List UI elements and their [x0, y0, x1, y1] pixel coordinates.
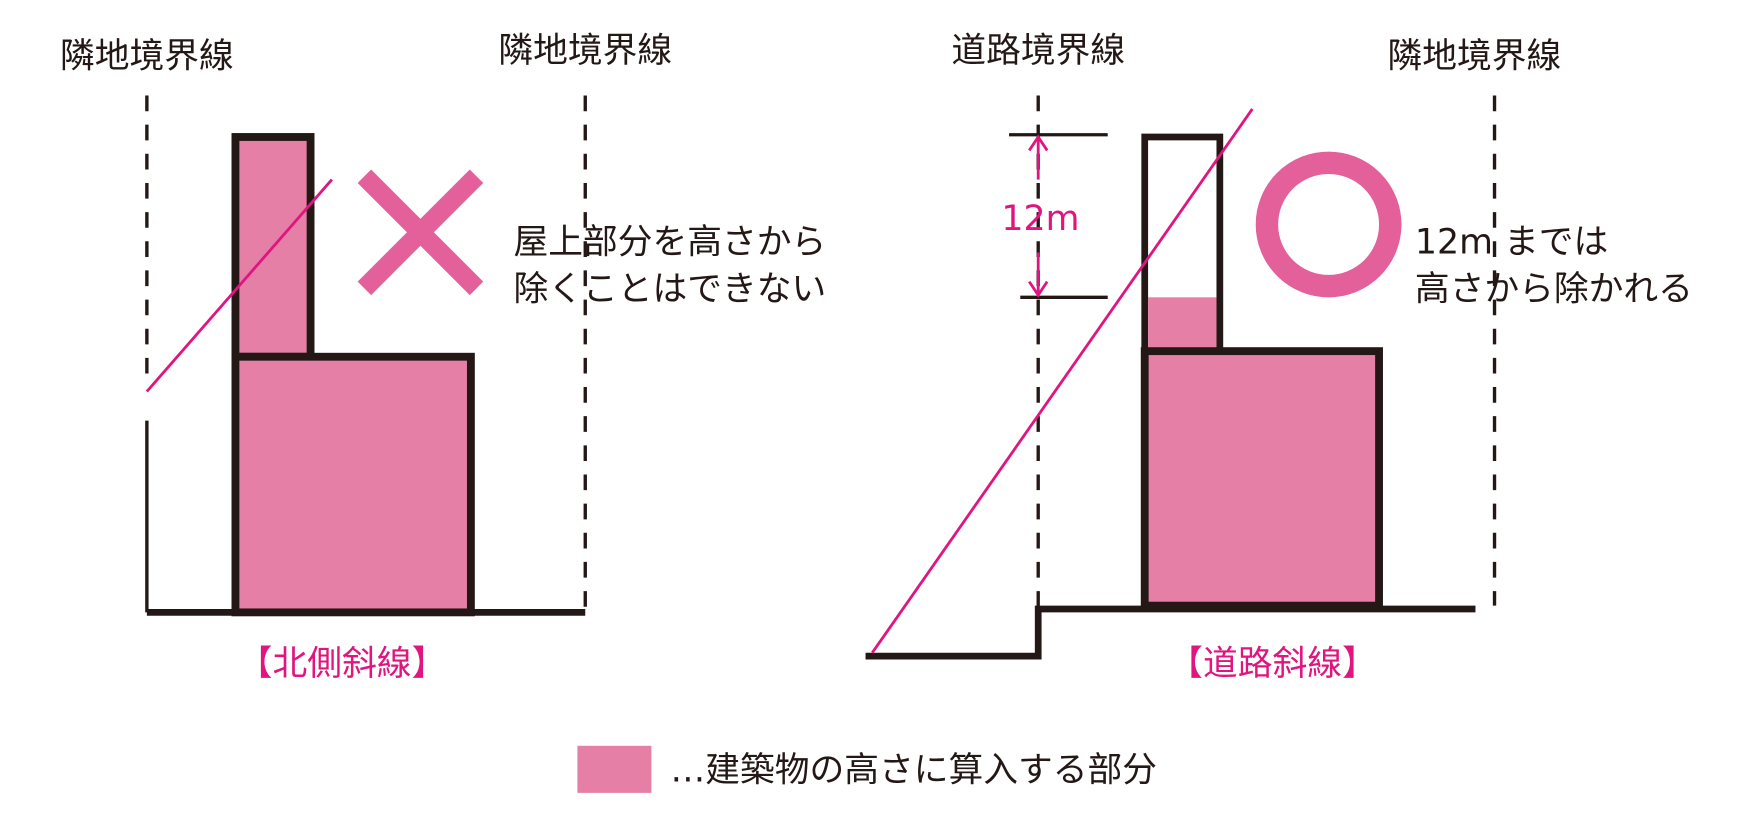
legend-text: …建築物の高さに算入する部分 [670, 751, 1156, 791]
rooftop-counted-part [1148, 297, 1217, 352]
road-boundary-label: 道路境界線 [951, 31, 1125, 71]
building-body [1140, 347, 1383, 610]
building-body [231, 352, 475, 617]
north-slope-diagram: 隣地境界線 隣地境界線 屋上部分を高さから 除くことはできない 【北側斜線】 [60, 31, 826, 684]
note-line-1: 12m までは [1415, 223, 1608, 263]
cross-mark-icon [357, 169, 484, 296]
boundary-label-left: 隣地境界線 [60, 36, 234, 76]
road-slope-diagram: 道路境界線 隣地境界線 12m 12m までは 高さから除かれる 【道路斜線】 [865, 31, 1693, 684]
note-line-1: 屋上部分を高さから [513, 223, 826, 263]
note-line-2: 除くことはできない [513, 270, 826, 310]
slope-line [871, 108, 1254, 654]
boundary-label-right: 隣地境界線 [1387, 36, 1561, 76]
ground-line [865, 605, 1476, 660]
circle-mark-icon [1255, 151, 1402, 298]
dimension-label: 12m [1001, 199, 1079, 239]
note-line-2: 高さから除かれる [1415, 270, 1693, 310]
boundary-label-right: 隣地境界線 [498, 31, 672, 71]
legend: …建築物の高さに算入する部分 [577, 745, 1157, 793]
legend-swatch [577, 745, 652, 793]
caption-north-slope: 【北側斜線】 [238, 644, 447, 684]
caption-road-slope: 【道路斜線】 [1168, 644, 1377, 684]
slope-line [145, 178, 333, 393]
dimension-arrows [1028, 134, 1049, 298]
